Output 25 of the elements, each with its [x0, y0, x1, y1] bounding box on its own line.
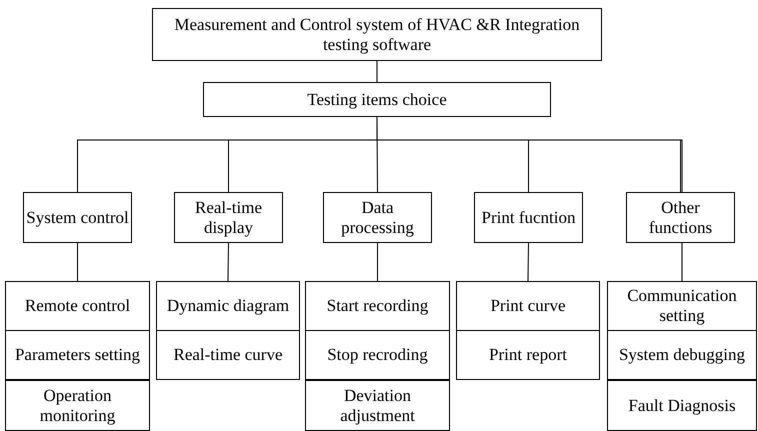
- process-box: Print curve: [456, 281, 600, 331]
- process-box: Communication setting: [607, 281, 757, 331]
- process-box: System control: [23, 192, 132, 243]
- process-box: Dynamic diagram: [156, 281, 300, 331]
- process-box: Operation monitoring: [5, 380, 150, 431]
- process-box: Print fucntion: [474, 192, 583, 243]
- connector-line: [528, 242, 529, 282]
- process-box: Testing items choice: [203, 82, 551, 117]
- process-box: Deviation adjustment: [305, 380, 450, 431]
- process-box: Fault Diagnosis: [607, 380, 757, 431]
- process-box: Remote control: [5, 281, 150, 331]
- process-box: Real-time display: [174, 192, 283, 243]
- process-box: Print report: [456, 330, 600, 380]
- process-box: Start recording: [305, 281, 450, 331]
- connector-line: [77, 242, 78, 282]
- process-box: System debugging: [607, 330, 757, 380]
- process-box: Parameters setting: [5, 330, 150, 380]
- process-box: Data processing: [323, 192, 432, 243]
- connector-line: [228, 242, 229, 282]
- process-box: Other functions: [626, 192, 735, 243]
- connector-line: [377, 242, 378, 282]
- connector-line: [376, 60, 378, 82]
- process-box: Measurement and Control system of HVAC &R Integration testing software: [152, 8, 602, 61]
- process-box: Real-time curve: [156, 330, 300, 380]
- process-box: Stop recroding: [305, 330, 450, 380]
